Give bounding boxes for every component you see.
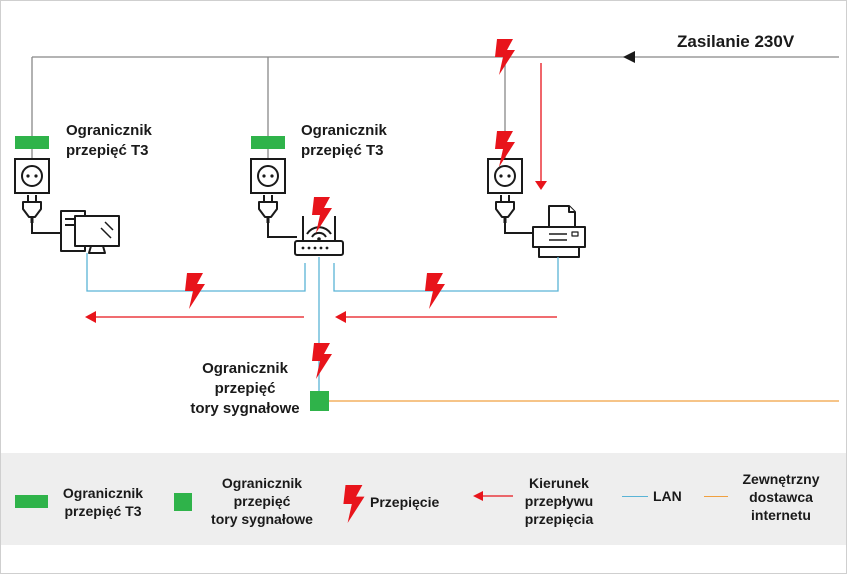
surge-flow-arrow-down [535,63,547,190]
legend-isp-symbol [704,496,728,498]
legend-surge-label: Przepięcie [370,494,440,510]
power-socket-icon [14,158,50,194]
supply-label: Zasilanie 230V [677,32,795,51]
power-socket-icon [487,158,523,194]
lightning-bolts [185,39,515,379]
arrow-icon [473,491,513,501]
surge-flow-arrow-left [85,311,304,323]
supply-arrow-icon [623,51,635,63]
printer-icon [532,205,586,258]
plug-icon [495,194,515,224]
legend-isp-label: Zewnętrzny dostawca internetu [742,471,820,523]
lan-lines [86,253,559,391]
legend-signal-symbol [174,493,192,511]
legend-lan-symbol [622,496,648,498]
surge-flow-arrow-left [335,311,557,323]
legend: Ogranicznik przepięć T3 Ogranicznik prze… [1,453,846,545]
lightning-icon [343,485,365,523]
lightning-icon [312,343,332,379]
router-icon [294,216,344,256]
device-cables [31,223,535,238]
t3-limiter-left [15,136,49,149]
computer-icon [60,210,120,254]
plug-icon [258,194,278,224]
t3-limiter-middle [251,136,285,149]
power-socket-icon [250,158,286,194]
plug-icon [22,194,42,224]
power-lines [31,56,839,159]
legend-lan-label: LAN [653,488,682,504]
legend-direction-label: Kierunek przepływu przepięcia [524,475,594,527]
legend-t3-symbol [15,495,48,508]
signal-limiter [310,391,329,411]
legend-signal-label: Ogranicznik przepięć tory sygnałowe [211,475,313,527]
legend-t3-label: Ogranicznik przepięć T3 [62,485,144,519]
